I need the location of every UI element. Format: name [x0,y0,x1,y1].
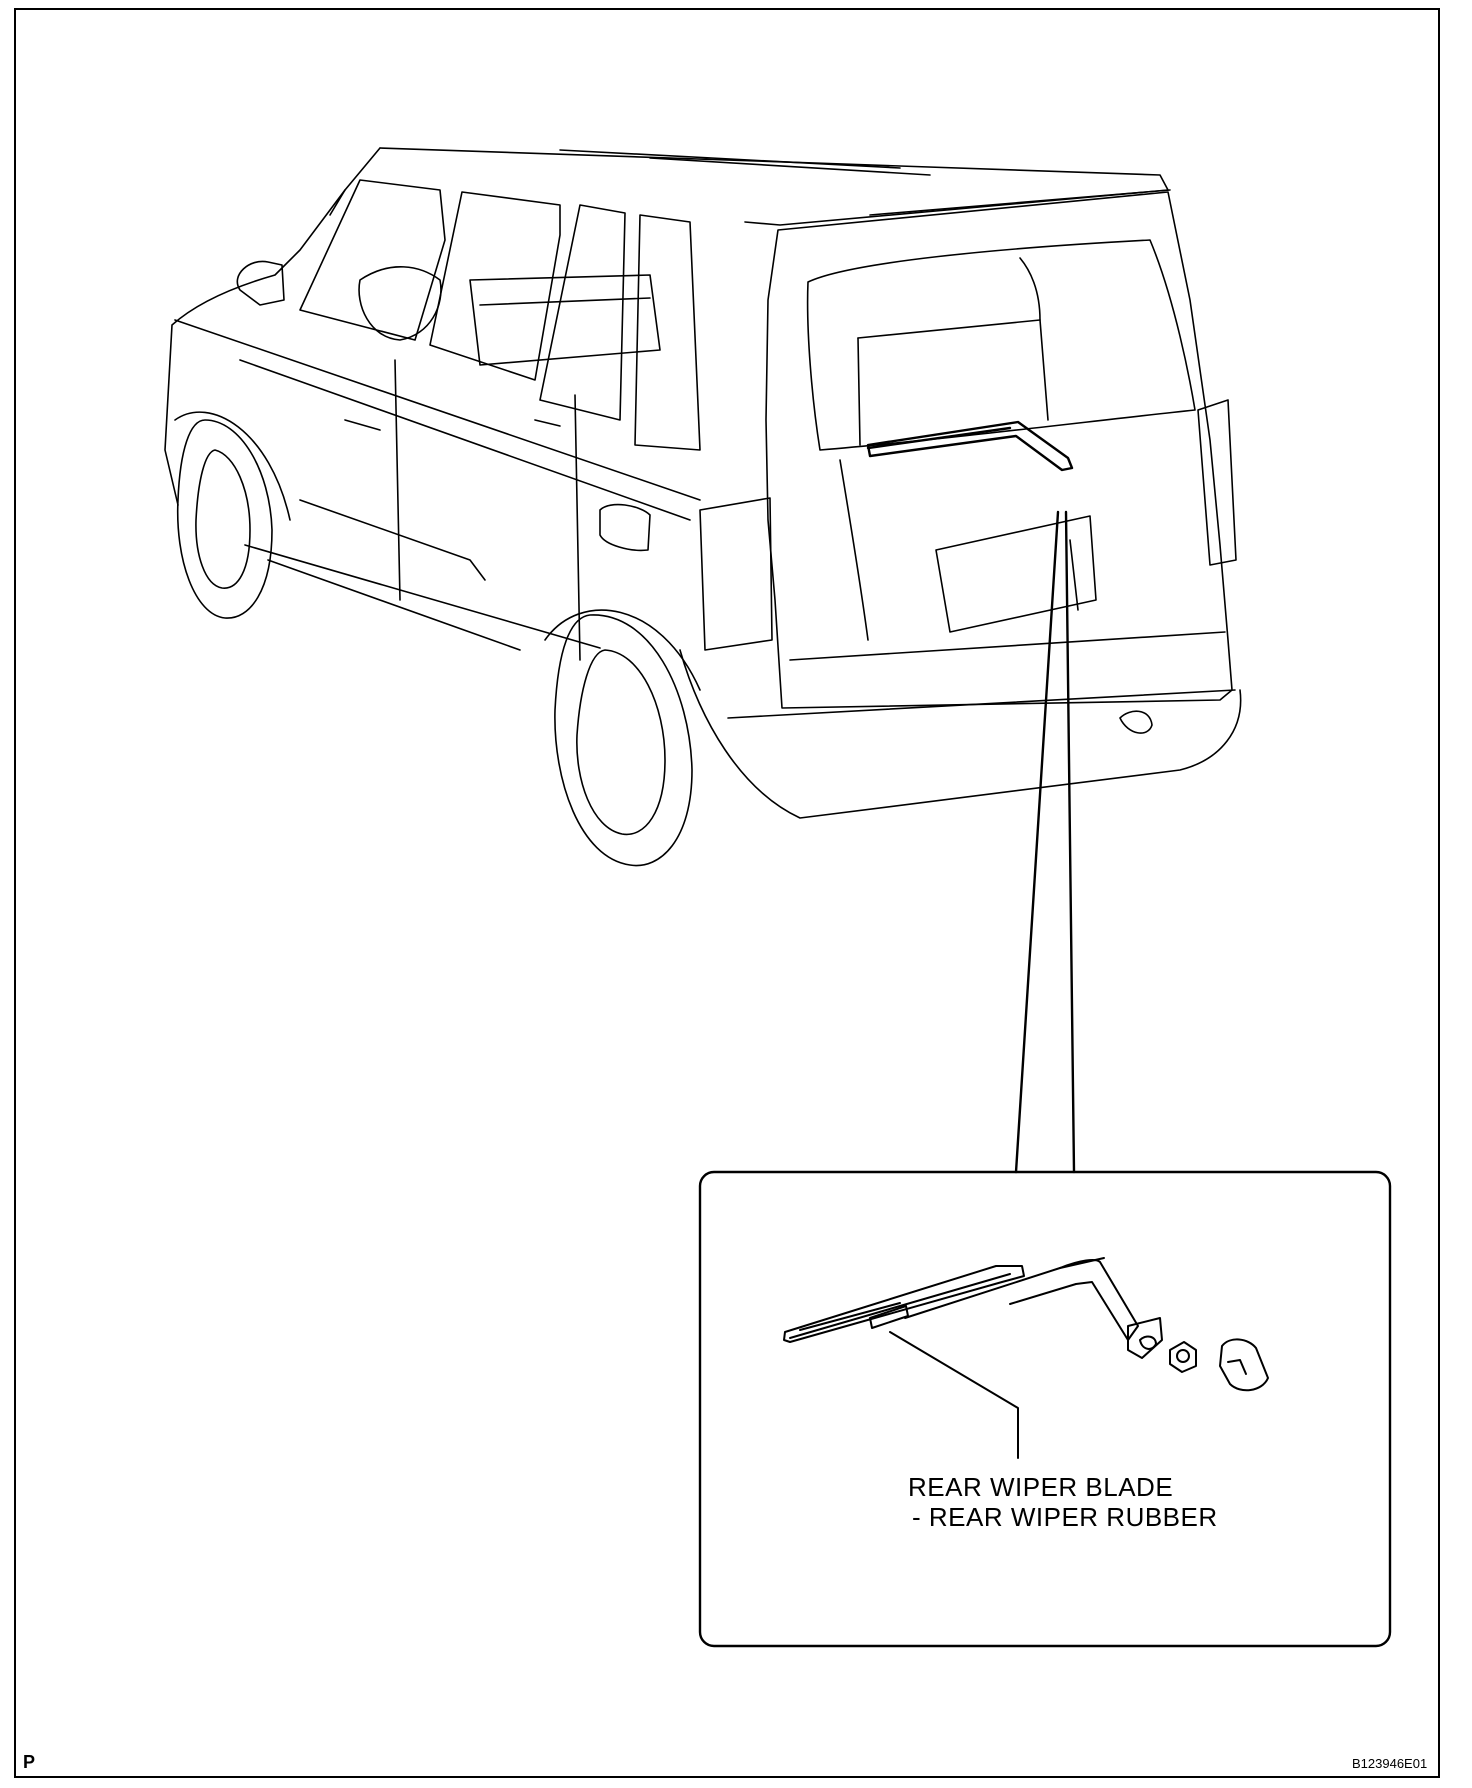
callout-leader-lines [1014,510,1076,1174]
callout-box [698,1170,1392,1648]
wiper-assembly-detail [783,1257,1269,1459]
callout-label-rear-wiper-rubber: - REAR WIPER RUBBER [912,1502,1218,1532]
figure-frame [14,8,1440,1778]
vehicle-body [164,147,1242,867]
figure-code: B123946E01 [1352,1756,1428,1771]
corner-mark: P [23,1752,36,1772]
callout-label-rear-wiper-blade: REAR WIPER BLADE [908,1472,1174,1502]
rear-wiper-on-vehicle [866,420,1074,472]
